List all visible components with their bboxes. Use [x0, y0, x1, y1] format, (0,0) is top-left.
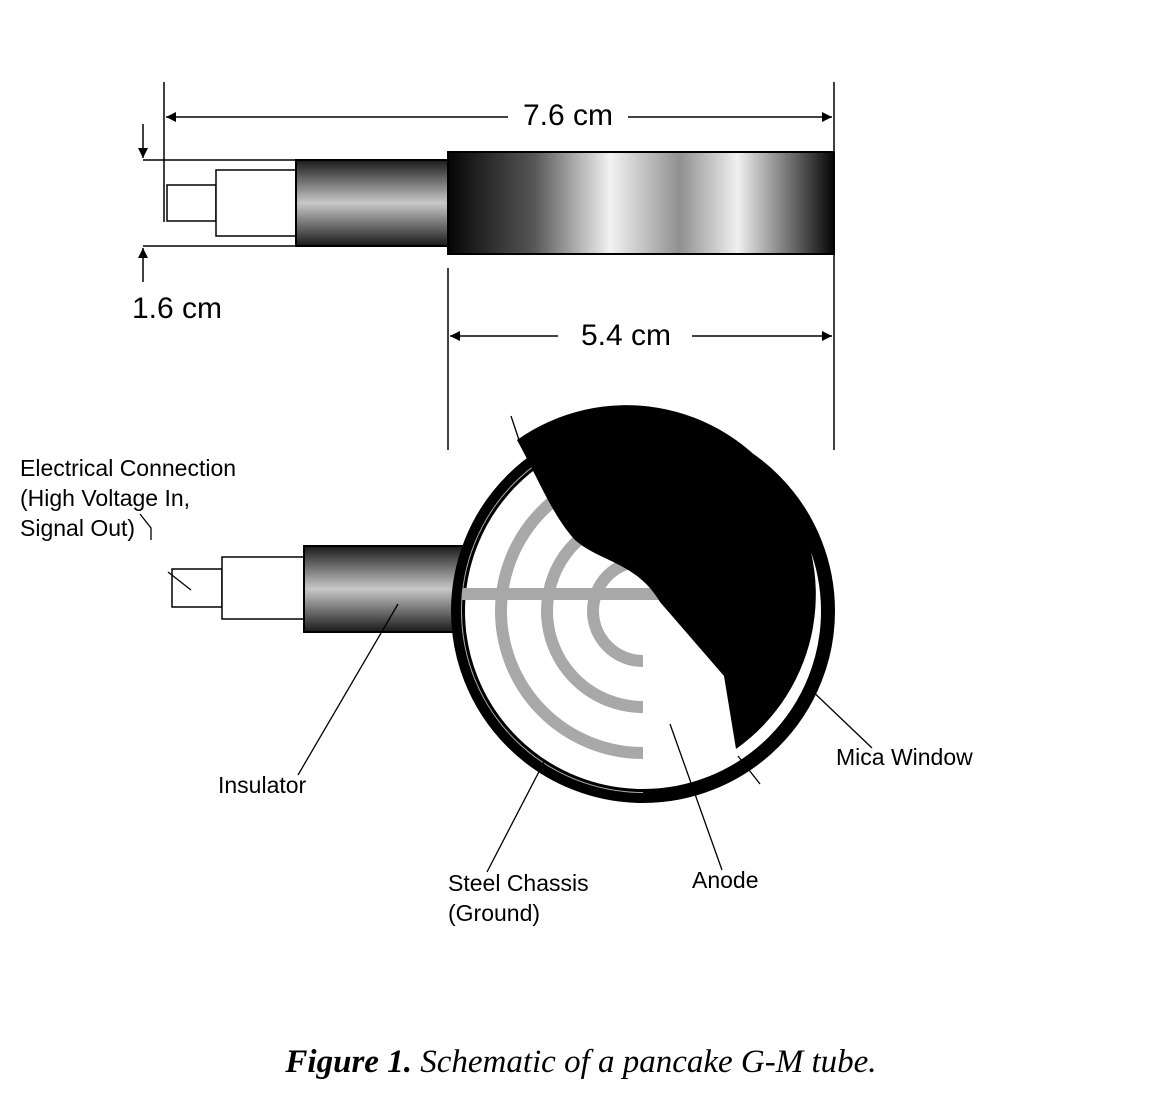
leader-steel-chassis: [486, 761, 545, 873]
caption-number: Figure 1.: [285, 1044, 412, 1080]
leader-window-edge: [510, 415, 521, 444]
insulator-neck: [303, 545, 467, 633]
caption-text: Schematic of a pancake G-M tube.: [420, 1044, 877, 1080]
steel-chassis-label: Steel Chassis (Ground): [448, 870, 595, 926]
steel-chassis-line-2: (Ground): [448, 900, 540, 926]
steel-chassis-line-1: Steel Chassis: [448, 870, 589, 896]
overall-length-label: 7.6 cm: [523, 99, 613, 132]
connector-sleeve: [215, 169, 297, 237]
height-label: 1.6 cm: [132, 292, 222, 325]
mica-window: [517, 405, 816, 749]
side-view: 7.6 cm 1.6 cm 5.4 cm: [132, 82, 835, 450]
insulator-neck-side: [295, 159, 449, 247]
connector-pin: [166, 184, 217, 222]
figure-caption: Figure 1. Schematic of a pancake G-M tub…: [0, 1042, 1162, 1082]
electrical-connection-label: Electrical Connection (High Voltage In, …: [20, 455, 242, 541]
anode-label: Anode: [692, 867, 759, 893]
leader-electrical-bracket: [139, 513, 152, 540]
insulator-label: Insulator: [218, 772, 307, 798]
leader-anode: [669, 723, 723, 871]
tube-body-side: [447, 151, 835, 255]
top-view: Electrical Connection (High Voltage In, …: [20, 405, 973, 926]
leader-lines: [139, 415, 873, 873]
leader-insulator: [297, 603, 399, 776]
leader-mica-window: [805, 684, 873, 749]
electrical-connection-line-2: (High Voltage In,: [20, 485, 190, 511]
gm-tube-schematic: 7.6 cm 1.6 cm 5.4 cm: [20, 82, 973, 926]
diameter-label: 5.4 cm: [581, 319, 671, 352]
electrical-connection-line-3: Signal Out): [20, 515, 135, 541]
electrical-connection-line-1: Electrical Connection: [20, 455, 236, 481]
connector-pin: [171, 568, 223, 608]
connector-sleeve: [221, 556, 305, 620]
mica-window-label: Mica Window: [836, 744, 973, 770]
leader-window-edge-lower: [737, 755, 761, 785]
leader-electrical: [167, 571, 192, 591]
